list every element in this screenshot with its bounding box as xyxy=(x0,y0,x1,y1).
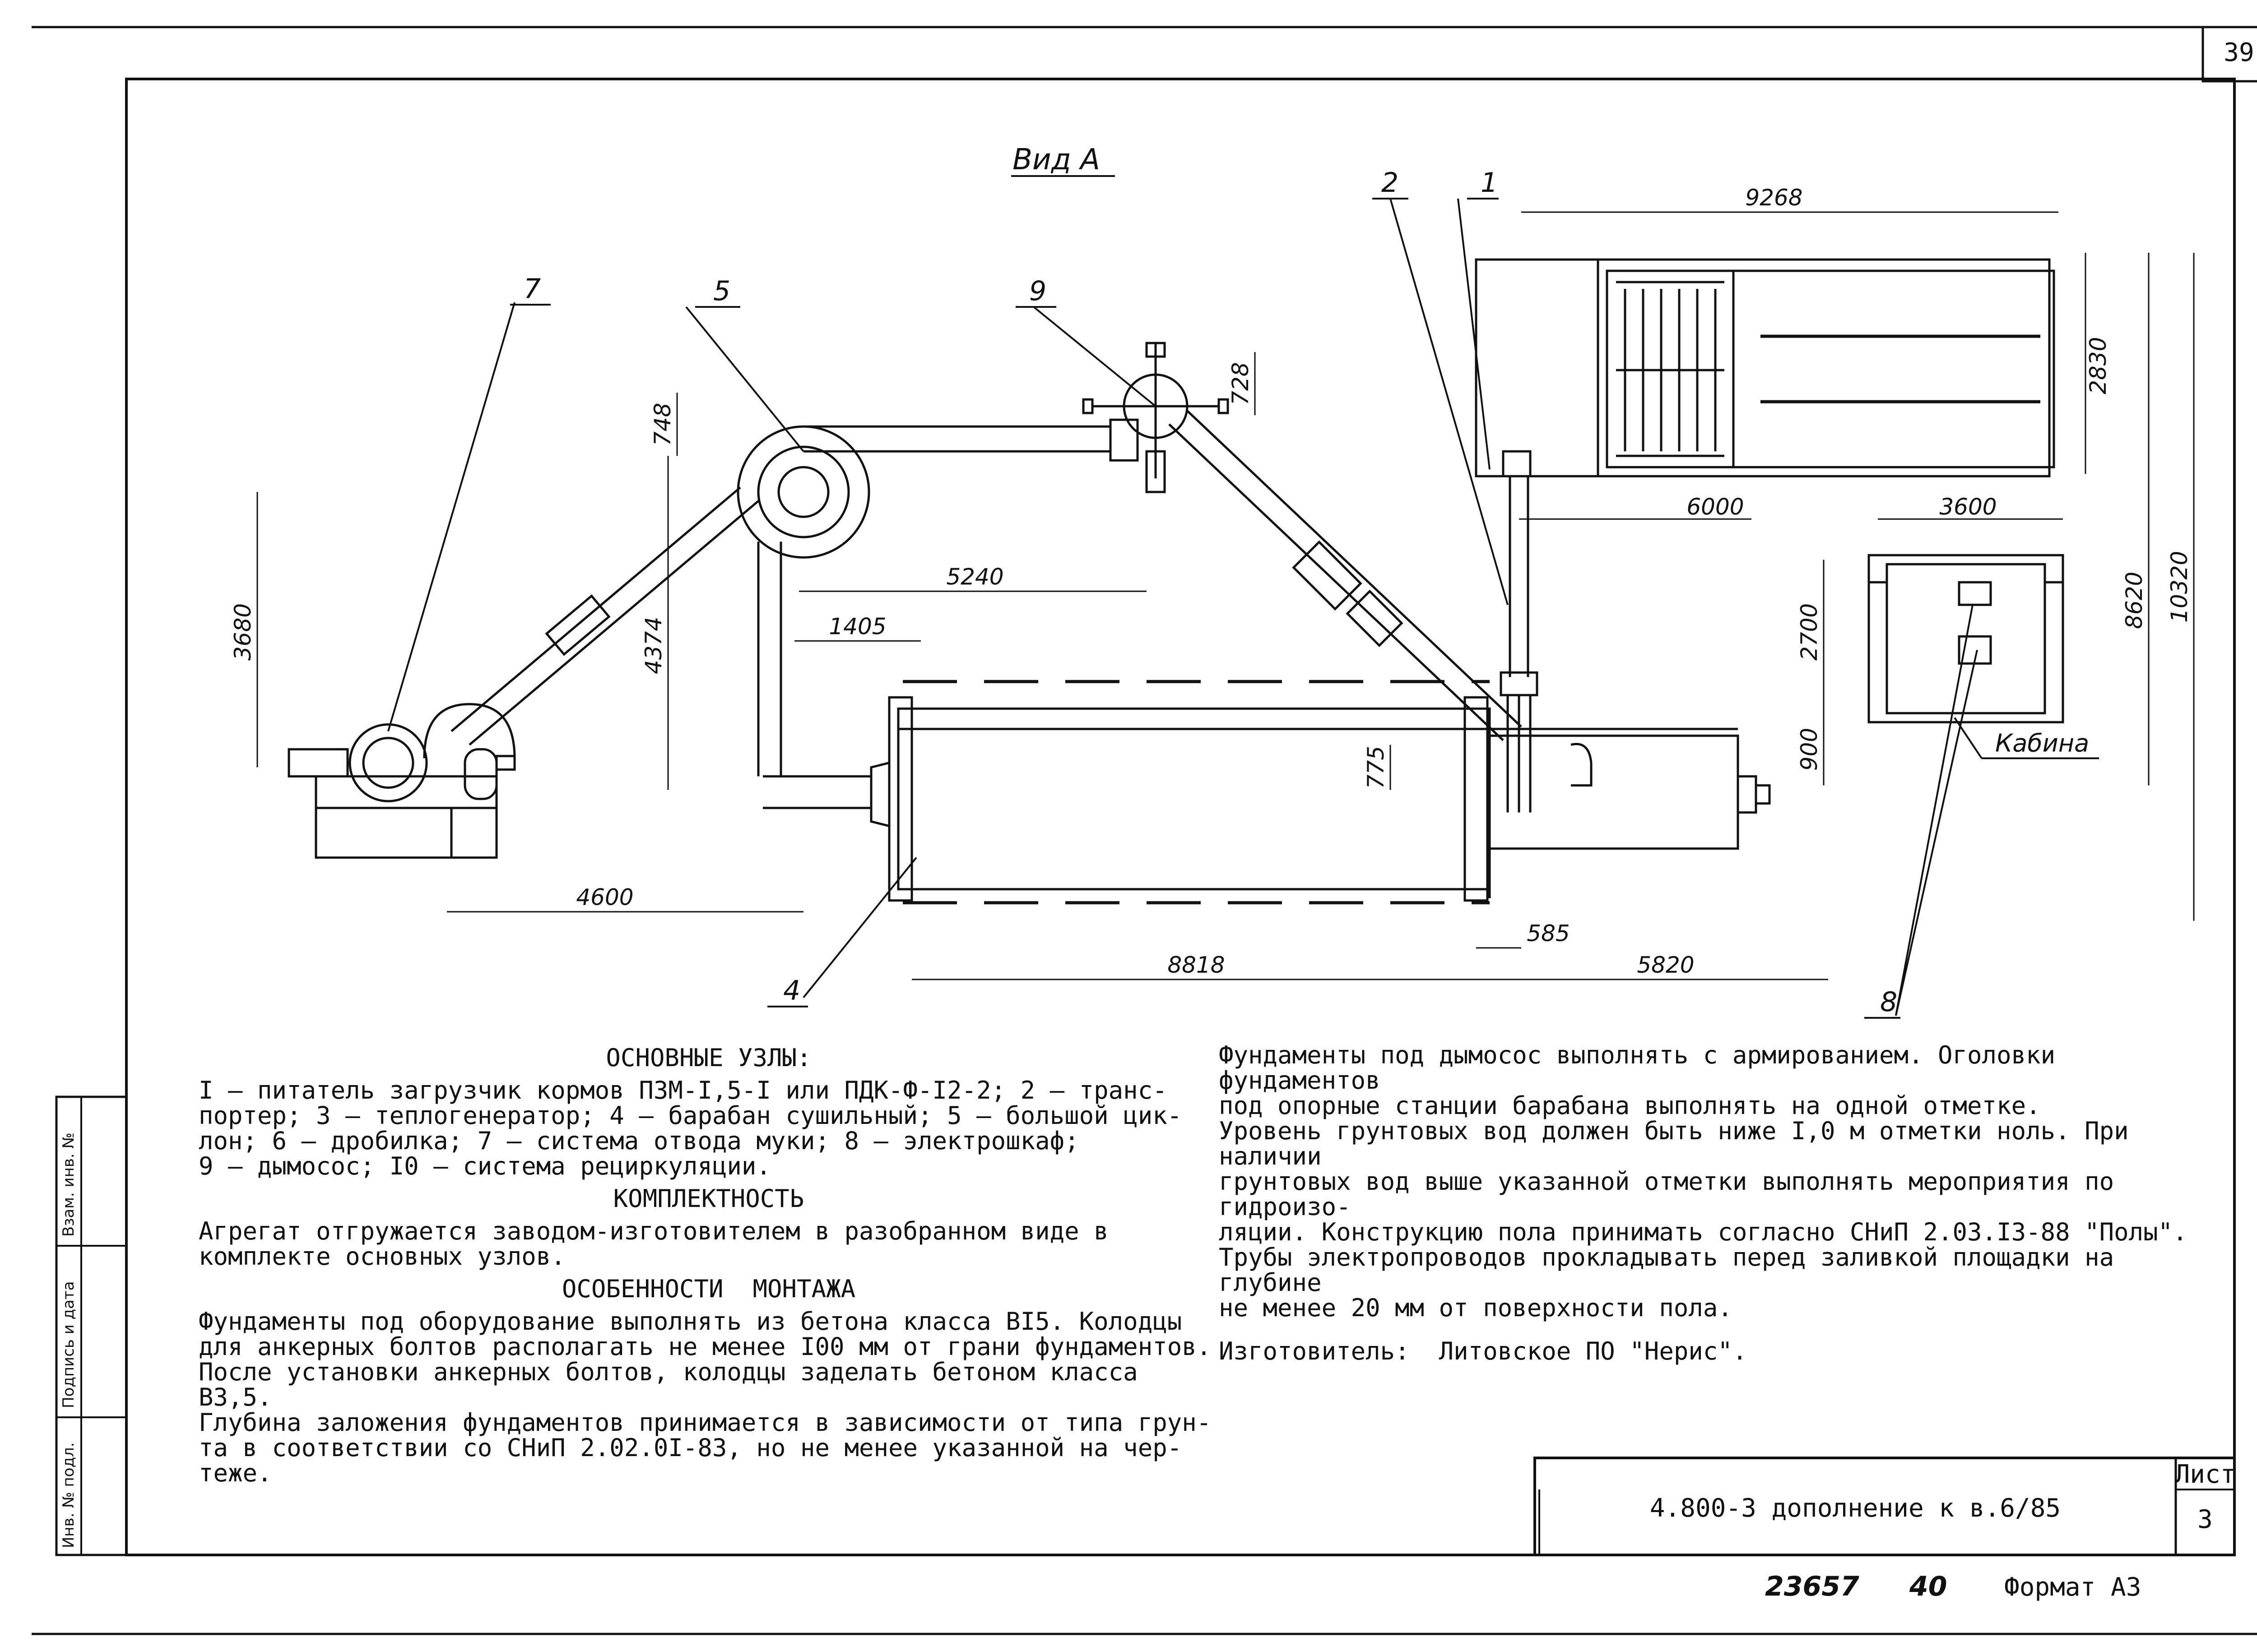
handwritten-number-2: 40 xyxy=(1909,1571,1947,1602)
right-note-line-4: грунтовых вод выше указанной отметки вып… xyxy=(1219,1167,2129,1221)
page-number-box xyxy=(2201,26,2257,83)
right-note-line-7: не менее 20 мм от поверхности пола. xyxy=(1219,1294,1732,1322)
callout-4: 4 xyxy=(783,975,800,1007)
dim-2700: 2700 xyxy=(1796,603,1822,660)
heading-main-units: ОСНОВНЫЕ УЗЛЫ: xyxy=(606,1044,812,1072)
dim-10320: 10320 xyxy=(2166,551,2192,622)
callout-numbers: 1 2 4 5 7 8 9 Кабина xyxy=(510,167,2099,1019)
dim-3600: 3600 xyxy=(1939,494,1997,520)
dim-900: 900 xyxy=(1796,728,1822,770)
dim-4600: 4600 xyxy=(576,884,633,910)
equipment-drawing xyxy=(288,258,2064,905)
dim-4374: 4374 xyxy=(641,617,667,674)
drawing-frame xyxy=(125,78,2236,1556)
mount-line-1: Фундаменты под оборудование выполнять из… xyxy=(199,1307,1182,1336)
callout-1: 1 xyxy=(1481,167,1498,199)
heading-mounting: ОСОБЕННОСТИ МОНТАЖА xyxy=(562,1275,856,1303)
kit-line-1: Агрегат отгружается заводом-изготовителе… xyxy=(199,1217,1109,1245)
side-stamp: Инв. № подл. Подпись и дата Взам. инв. № xyxy=(55,1095,128,1556)
dim-748: 748 xyxy=(650,403,676,445)
right-note-line-5: ляции. Конструкцию пола принимать соглас… xyxy=(1219,1218,2187,1246)
mount-line-3: После установки анкерных болтов, колодцы… xyxy=(199,1358,1153,1411)
right-note-line-3: Уровень грунтовых вод должен быть ниже I… xyxy=(1219,1117,2144,1170)
handwritten-number-1: 23657 xyxy=(1765,1571,1859,1602)
dim-2830: 2830 xyxy=(2085,337,2111,394)
drying-drum xyxy=(897,707,1491,891)
callout-5: 5 xyxy=(713,275,730,307)
dim-775: 775 xyxy=(1363,746,1389,789)
document-code: 4.800-3 дополнение к в.6/85 xyxy=(1650,1494,2061,1523)
dim-5820: 5820 xyxy=(1637,952,1694,978)
main-units-line-2: портер; 3 – теплогенератор; 4 – барабан … xyxy=(199,1101,1182,1130)
callout-7: 7 xyxy=(524,273,541,305)
stamp-field-replace-inv: Взам. инв. № xyxy=(60,1132,78,1237)
kit-line-2: комплекте основных узлов. xyxy=(199,1242,566,1271)
heading-kit: КОМПЛЕКТНОСТЬ xyxy=(613,1184,804,1213)
mount-line-4: Глубина заложения фундаментов принимаетс… xyxy=(199,1408,1212,1437)
callout-2: 2 xyxy=(1381,167,1398,199)
callout-9: 9 xyxy=(1029,275,1046,307)
callout-8: 8 xyxy=(1880,986,1897,1018)
callout-leaders xyxy=(387,198,1978,1016)
notes-left: ОСНОВНЫЕ УЗЛЫ: I – питатель загрузчик ко… xyxy=(199,1038,1219,1486)
notes-right: Фундаменты под дымосос выполнять с армир… xyxy=(1219,1043,2212,1364)
cabin xyxy=(1867,554,2064,724)
dim-8620: 8620 xyxy=(2121,571,2147,629)
title-block: Лист 3 4.800-3 дополнение к в.6/85 23657… xyxy=(1533,1457,2236,1602)
mount-line-5: та в соответствии со СНиП 2.02.0I-83, но… xyxy=(199,1434,1182,1462)
main-units-line-3: лон; 6 – дробилка; 7 – система отвода му… xyxy=(199,1127,1079,1155)
main-units-line-1: I – питатель загрузчик кормов ПЗМ-I,5-I … xyxy=(199,1076,1167,1104)
dim-9268: 9268 xyxy=(1745,185,1802,211)
right-note-line-6: Трубы электропроводов прокладывать перед… xyxy=(1219,1243,2129,1297)
cabin-label: Кабина xyxy=(1995,729,2089,757)
main-units-line-4: 9 – дымосос; I0 – система рециркуляции. xyxy=(199,1152,771,1180)
stamp-field-signature-date: Подпись и дата xyxy=(60,1281,78,1408)
mount-line-6: теже. xyxy=(199,1459,272,1487)
dim-728: 728 xyxy=(1227,362,1254,405)
format-label: Формат А3 xyxy=(2004,1573,2141,1602)
dim-585: 585 xyxy=(1527,920,1570,947)
sheet-number: 3 xyxy=(2197,1505,2213,1534)
dim-1405: 1405 xyxy=(829,613,886,640)
dim-3680: 3680 xyxy=(230,603,256,660)
sheet-label: Лист xyxy=(2175,1460,2236,1489)
right-note-line-2: под опорные станции барабана выполнять н… xyxy=(1219,1091,2041,1120)
right-note-line-1: Фундаменты под дымосос выполнять с армир… xyxy=(1219,1041,2070,1095)
manufacturer: Изготовитель: Литовское ПО "Нерис". xyxy=(1219,1337,1747,1365)
stamp-field-inv-no: Инв. № подл. xyxy=(60,1442,78,1548)
dimension-lines xyxy=(256,211,2195,980)
view-title: Вид А xyxy=(1012,143,1100,176)
dim-5240: 5240 xyxy=(946,564,1003,590)
dim-8818: 8818 xyxy=(1167,952,1225,978)
feeder-block xyxy=(1475,258,2051,478)
flour-outlet-cyclone xyxy=(348,723,428,803)
mount-line-2: для анкерных болтов располагать не менее… xyxy=(199,1332,1212,1361)
page-number: 39 xyxy=(2224,38,2254,67)
dim-6000: 6000 xyxy=(1686,494,1744,520)
dimension-values: 9268 2830 6000 3600 2700 900 8620 10320 … xyxy=(230,185,2192,978)
